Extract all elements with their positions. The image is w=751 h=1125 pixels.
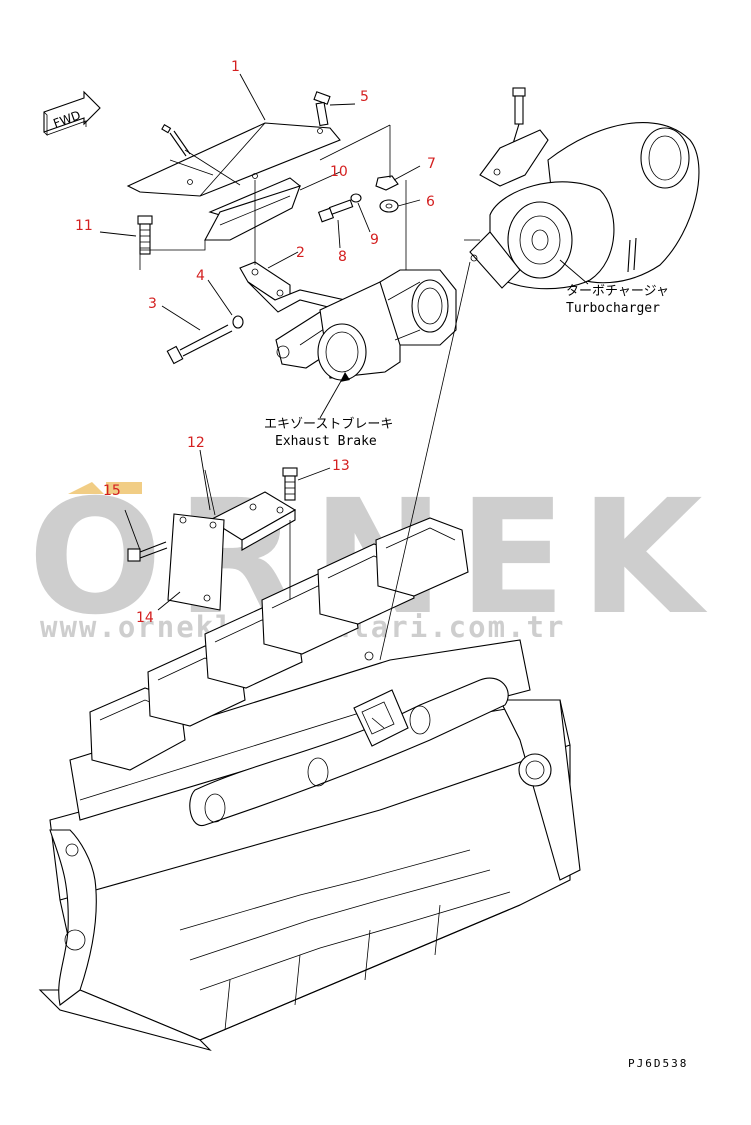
exhaust-brake-label-en: Exhaust Brake <box>275 434 377 449</box>
callout-15: 15 <box>103 483 121 499</box>
drawing-code: PJ6D538 <box>628 1057 688 1070</box>
callout-13: 13 <box>332 458 350 474</box>
exhaust-brake-label-jp: エキゾーストブレーキ <box>264 416 393 432</box>
callout-6: 6 <box>426 194 435 210</box>
callout-numbers: 1 2 3 4 5 6 7 8 9 10 11 12 13 14 15 <box>75 59 436 626</box>
bolt-3-part <box>166 324 233 365</box>
plate-14-part <box>167 513 225 611</box>
callout-12: 12 <box>187 435 205 451</box>
callout-10: 10 <box>330 164 348 180</box>
exhaust-cover-part <box>126 122 341 241</box>
bolt-11-part <box>137 215 153 255</box>
fwd-arrow-icon: FWD <box>43 90 101 136</box>
callout-14: 14 <box>136 610 154 626</box>
bolt-13-part <box>282 467 298 501</box>
turbocharger-label-jp: ターボチャージャ <box>566 284 669 299</box>
washer-9-part <box>350 193 362 203</box>
bolt-8-part <box>317 199 354 223</box>
assembly-lines <box>139 124 480 661</box>
callout-8: 8 <box>338 249 347 265</box>
callout-4: 4 <box>196 268 205 284</box>
callout-5: 5 <box>360 89 369 105</box>
bolt-15-part <box>127 541 168 562</box>
leader-lines <box>99 73 589 611</box>
washer-4-part <box>232 315 244 329</box>
turbocharger-part <box>469 87 700 290</box>
watermark-accent-mark <box>68 482 104 494</box>
bolt-5-part <box>313 91 331 127</box>
exhaust-manifold-part <box>189 651 509 826</box>
callout-11: 11 <box>75 218 93 234</box>
bracket-2-part <box>239 261 346 313</box>
callout-3: 3 <box>148 296 157 312</box>
nut-7-part <box>375 175 399 191</box>
rocker-covers-part <box>89 517 469 771</box>
callout-2: 2 <box>296 245 305 261</box>
bracket-12-part <box>208 491 297 551</box>
callout-7: 7 <box>427 156 436 172</box>
callout-1: 1 <box>231 59 240 75</box>
engine-block-part <box>38 639 581 1052</box>
callout-9: 9 <box>370 232 379 248</box>
washer-6-part <box>379 199 399 213</box>
turbocharger-label-en: Turbocharger <box>566 301 660 316</box>
component-labels: ターボチャージャ Turbocharger エキゾーストブレーキ Exhaust… <box>264 284 669 449</box>
exhaust-brake-part <box>275 269 457 381</box>
